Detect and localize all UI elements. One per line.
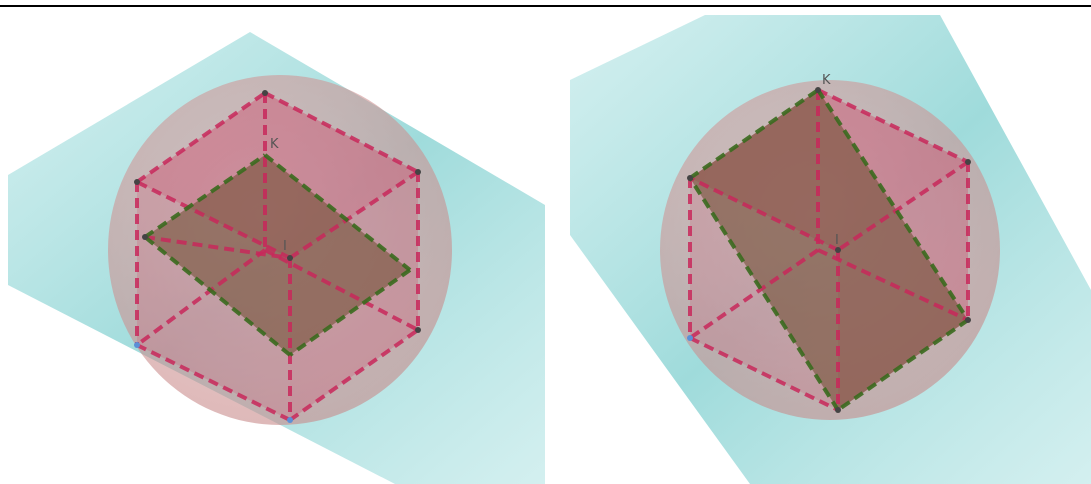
point-label-i: I — [835, 233, 839, 248]
vertex-points — [134, 90, 421, 333]
point-label-i: I — [283, 239, 287, 254]
section-quadrilateral — [690, 90, 968, 410]
cube-edges — [688, 88, 970, 412]
point-blue-bottom — [287, 417, 293, 423]
section-edges — [143, 153, 412, 357]
section-edges — [688, 88, 970, 412]
point-label-k: K — [270, 137, 279, 152]
vertex-points — [687, 87, 971, 413]
left-figure: K I — [8, 32, 545, 484]
right-figure: K I — [570, 15, 1091, 484]
point-blue-left — [687, 335, 693, 341]
cube-edges — [135, 91, 420, 422]
top-border-line — [0, 5, 1091, 7]
point-blue-left — [134, 342, 140, 348]
point-label-k: K — [822, 73, 831, 88]
